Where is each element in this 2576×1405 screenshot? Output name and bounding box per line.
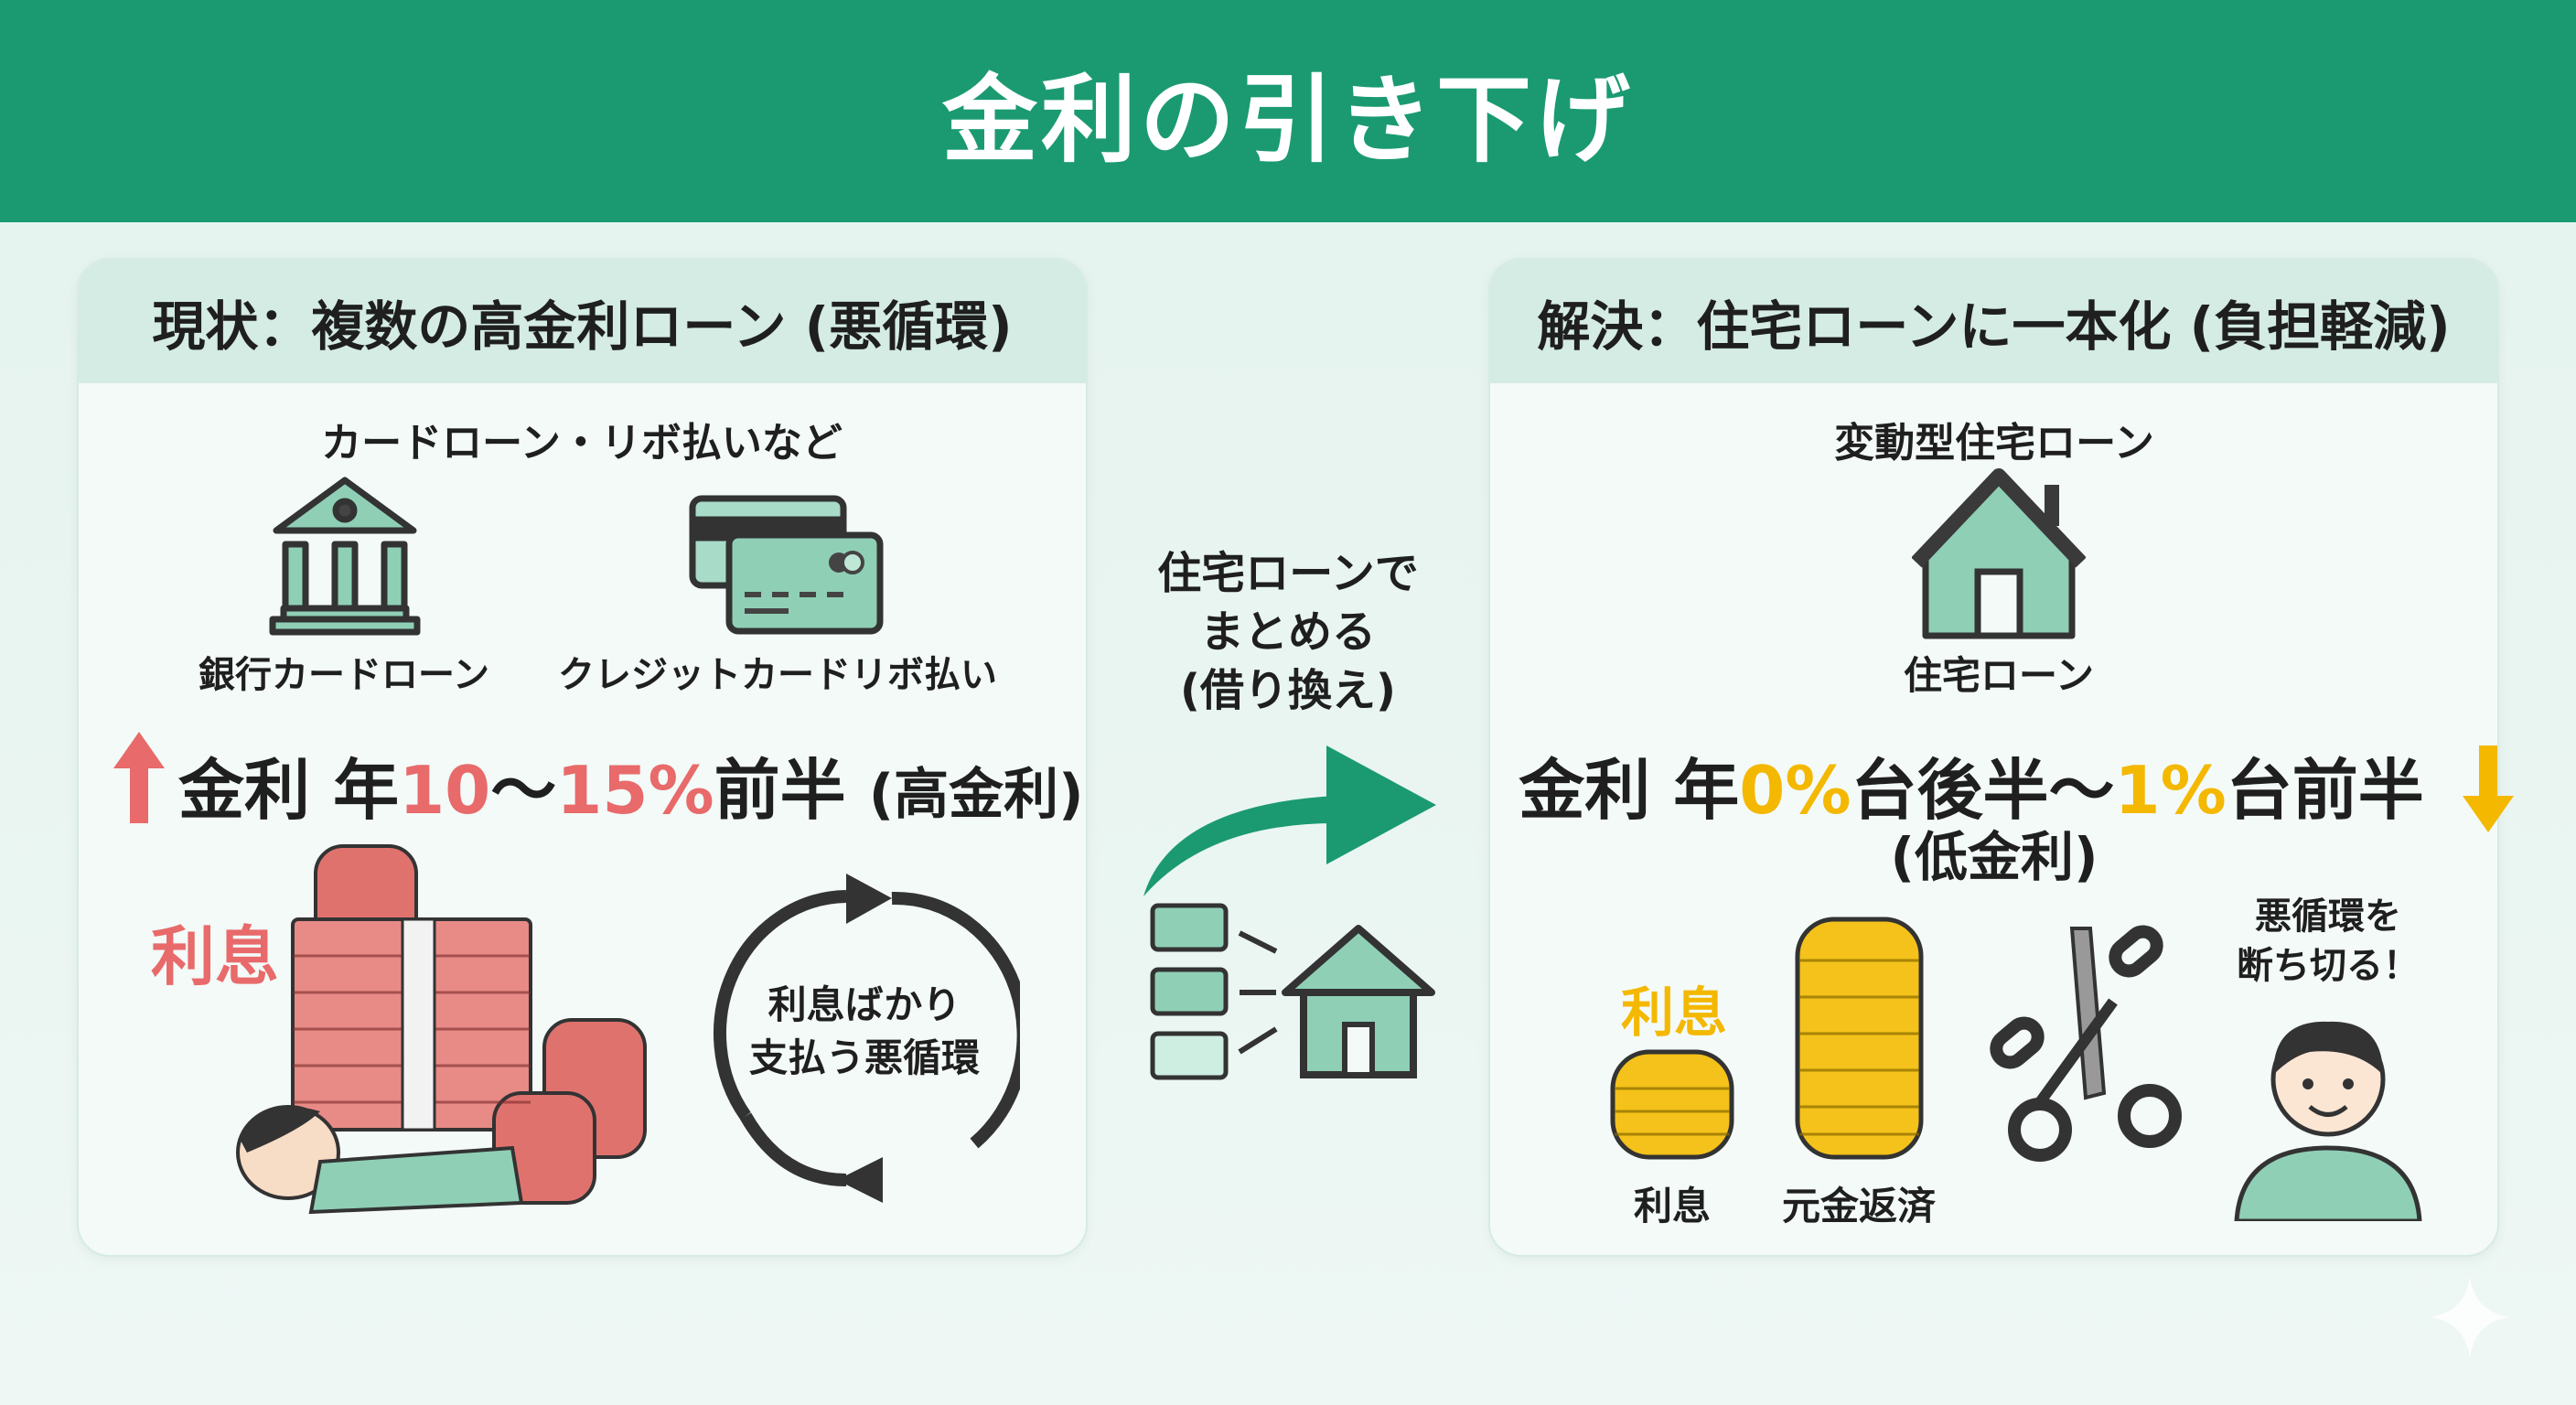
interest-label-left: 利息 xyxy=(151,919,279,994)
rate-high: 1% xyxy=(2114,752,2227,829)
page-title: 金利の引き下げ xyxy=(941,64,1634,176)
refinance-caption: 住宅ローンでまとめる(借り換え) xyxy=(1157,548,1419,716)
coin-stacks-illustration xyxy=(1610,917,1924,1160)
vicious-cycle-icon xyxy=(714,874,1020,1203)
rate-low: 0% xyxy=(1739,752,1852,829)
house-icon xyxy=(1912,468,2086,639)
credit-card-icon xyxy=(689,495,884,635)
coin-label-interest: 利息 xyxy=(1633,1184,1712,1228)
interest-label-right: 利息 xyxy=(1620,981,1728,1044)
cycle-text: 利息ばかり支払う悪循環 xyxy=(748,982,981,1080)
bank-icon xyxy=(269,477,421,636)
consolidation-icon xyxy=(1150,903,1435,1080)
rate-low: 10 xyxy=(399,752,491,829)
variable-mortgage-subheading: 変動型住宅ローン xyxy=(1834,420,2154,467)
sparkle-icon xyxy=(2429,1276,2511,1358)
bank-card-loan-label: 銀行カードローン xyxy=(199,654,489,696)
refinance-arrow-icon xyxy=(1143,745,1436,896)
mortgage-label: 住宅ローン xyxy=(1904,653,2094,698)
rate-high: 15% xyxy=(556,752,714,829)
arrow-up-icon xyxy=(113,732,165,823)
low-rate-note: (低金利) xyxy=(1890,826,2098,888)
scissors-chain-icon xyxy=(1990,925,2182,1162)
coin-label-principal: 元金返済 xyxy=(1781,1184,1937,1228)
low-rate-text: 金利 年0%台後半〜1%台前半 xyxy=(1519,752,2424,829)
happy-person-icon xyxy=(2234,1021,2422,1221)
credit-revolving-label: クレジットカードリボ払い xyxy=(558,654,997,696)
high-rate-text: 金利 年10〜15%前半 (高金利) xyxy=(178,752,1084,829)
panel-heading: 解決：住宅ローンに一本化 (負担軽減) xyxy=(1490,260,2497,383)
loan-types-subheading: カードローン・リボ払いなど xyxy=(321,420,843,467)
title-banner: 金利の引き下げ xyxy=(0,0,2576,222)
money-pile-illustration xyxy=(236,844,647,1215)
arrow-down-icon xyxy=(2463,745,2514,832)
speech-text: 悪循環を断ち切る！ xyxy=(2237,896,2420,987)
panel-heading: 現状：複数の高金利ローン (悪循環) xyxy=(79,260,1086,383)
